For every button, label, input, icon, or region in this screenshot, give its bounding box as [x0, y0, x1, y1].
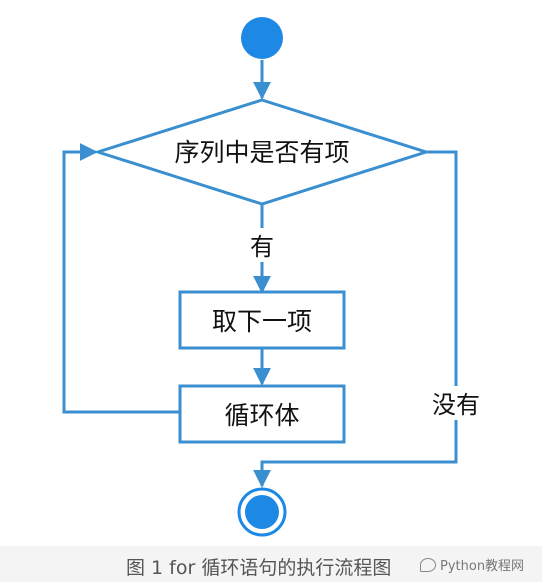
take-item-label: 取下一项: [212, 307, 312, 336]
figure-caption: 图 1 for 循环语句的执行流程图: [126, 557, 392, 579]
caption-bar: 图 1 for 循环语句的执行流程图: [0, 546, 542, 582]
edge-decision-to-end: [253, 150, 458, 488]
no-label-bg: [426, 386, 486, 420]
edge-loop-back: [62, 143, 180, 414]
take-item-node: [178, 290, 346, 350]
loop-body-label: 循环体: [224, 401, 299, 430]
watermark: Python教程网: [420, 555, 524, 574]
edge-label-yes: 有: [250, 233, 274, 261]
loop-body-node: [178, 384, 346, 444]
edge-label-no: 没有: [432, 391, 480, 419]
yes-label-bg: [244, 228, 280, 262]
chat-bubble-icon: [420, 557, 436, 572]
decision-label: 序列中是否有项: [174, 138, 349, 167]
end-node: [245, 495, 279, 529]
start-node: [241, 17, 283, 59]
watermark-text: Python教程网: [440, 559, 525, 574]
